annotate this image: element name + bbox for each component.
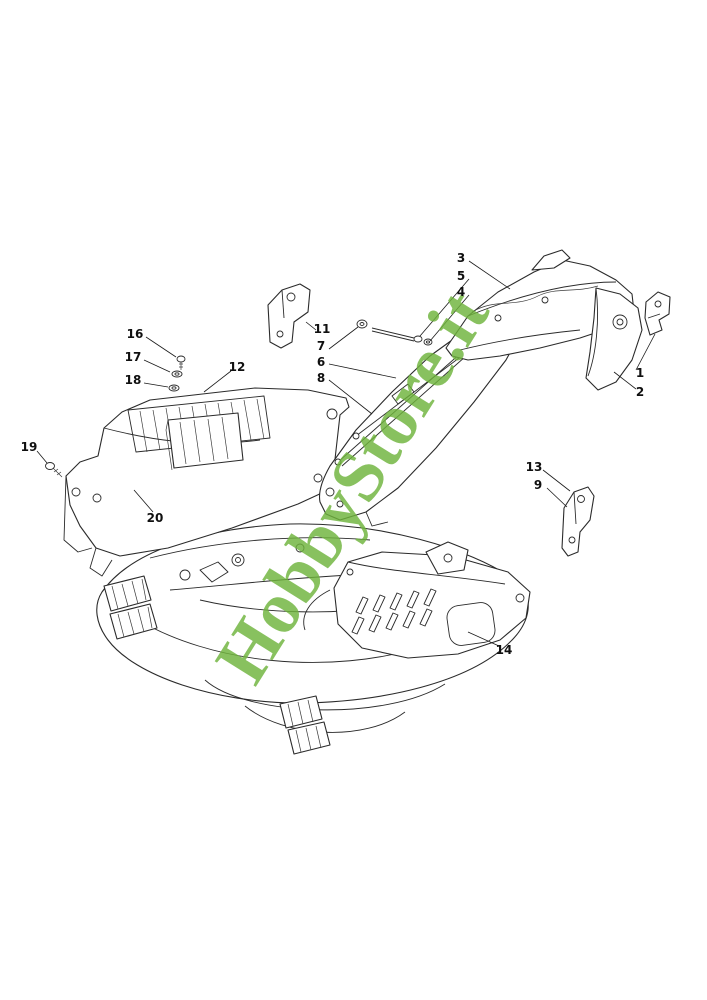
leader-lines xyxy=(37,261,655,646)
top-cover-part-3 xyxy=(446,250,634,360)
callout-label-7: 7 xyxy=(316,339,326,353)
callout-label-19: 19 xyxy=(20,440,38,454)
callout-label-1: 1 xyxy=(635,366,645,380)
screws-16-17-18 xyxy=(169,356,185,391)
bracket-parts-13-9 xyxy=(562,487,594,556)
callout-label-14: 14 xyxy=(495,643,513,657)
callout-label-3: 3 xyxy=(456,251,466,265)
belt-cover-part-14 xyxy=(334,542,530,658)
right-cover-part-2 xyxy=(586,288,642,390)
callout-label-20: 20 xyxy=(146,511,164,525)
callout-label-2: 2 xyxy=(635,385,645,399)
callout-label-11: 11 xyxy=(313,322,331,336)
callout-label-8: 8 xyxy=(316,371,326,385)
callout-label-18: 18 xyxy=(124,373,142,387)
callout-label-5: 5 xyxy=(456,269,466,283)
callout-label-16: 16 xyxy=(126,327,144,341)
washer-pin-parts-7-5-4 xyxy=(357,320,432,345)
callout-label-9: 9 xyxy=(533,478,543,492)
callout-label-12: 12 xyxy=(228,360,246,374)
callout-label-6: 6 xyxy=(316,355,326,369)
callout-label-17: 17 xyxy=(124,350,142,364)
callout-label-4: 4 xyxy=(456,285,466,299)
screw-part-19 xyxy=(46,463,63,478)
dashboard-insert-part-20 xyxy=(166,413,243,470)
callout-label-13: 13 xyxy=(525,460,543,474)
bracket-part-11 xyxy=(268,284,310,348)
clamp-part-1 xyxy=(645,292,670,335)
